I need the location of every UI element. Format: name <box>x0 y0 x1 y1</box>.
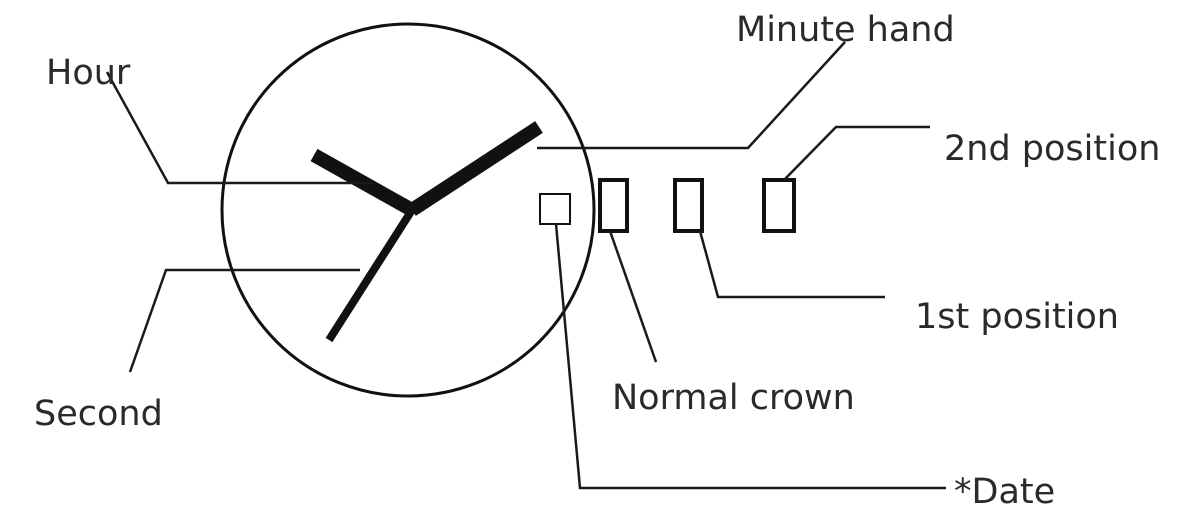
date-leader-line <box>554 223 946 490</box>
second-position-box <box>762 178 796 233</box>
minute-hand-leader-line <box>537 41 846 150</box>
minute-hand <box>408 121 543 216</box>
second-position-label: 2nd position <box>944 129 1160 169</box>
date-crown-box <box>539 193 571 225</box>
first-position-label: 1st position <box>915 297 1119 337</box>
hour-leader-line <box>105 71 372 185</box>
date-label: *Date <box>954 472 1055 512</box>
first-position-box <box>673 178 704 233</box>
second-leader-line <box>128 268 360 373</box>
watch-dial <box>220 22 596 398</box>
normal-crown-label: Normal crown <box>612 378 855 418</box>
hour-label: Hour <box>46 53 131 93</box>
second-hand <box>325 207 416 343</box>
first-position-leader-line <box>698 230 885 299</box>
normal-crown-leader-line <box>608 230 658 363</box>
minute-hand-label: Minute hand <box>736 10 955 50</box>
normal-crown-box <box>598 178 629 233</box>
second-label: Second <box>34 394 163 434</box>
second-position-leader-line <box>783 125 930 181</box>
